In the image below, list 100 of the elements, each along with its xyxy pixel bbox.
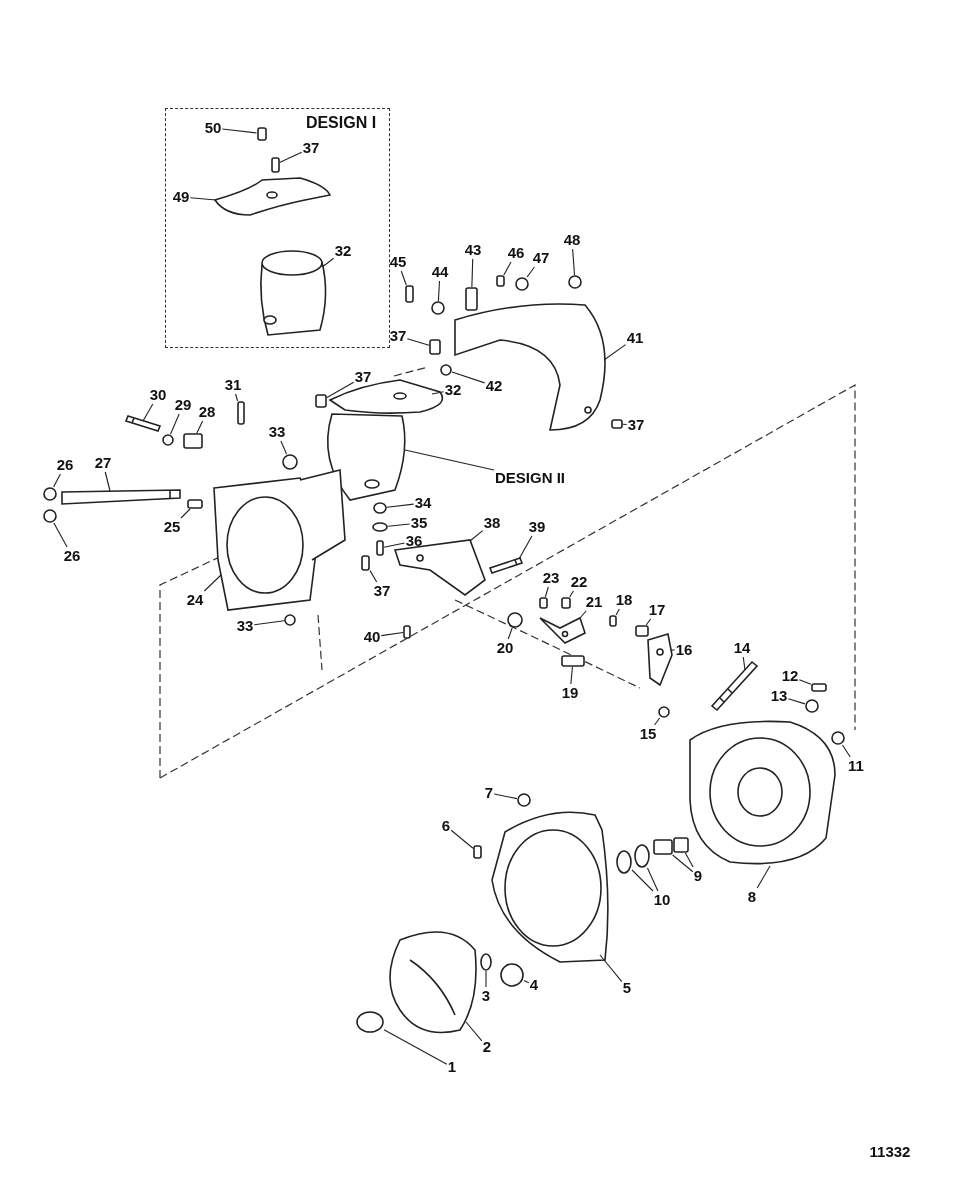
leader-line — [203, 574, 222, 592]
screw-drawing — [539, 597, 548, 609]
leader-line — [645, 618, 652, 626]
callout-number: 8 — [747, 889, 757, 905]
callout-number: 12 — [781, 668, 799, 684]
callout-number: 47 — [532, 250, 550, 266]
leader-line — [615, 608, 620, 616]
bushing-drawing — [183, 433, 203, 449]
stud-drawing — [710, 660, 759, 712]
bolt-drawing — [124, 415, 162, 432]
callout-number: 34 — [414, 495, 432, 511]
leader-line — [507, 627, 513, 640]
leader-line — [631, 869, 654, 892]
leader-line — [450, 829, 474, 849]
nut-drawing — [831, 731, 845, 745]
leader-line — [142, 403, 154, 422]
callout-number: 39 — [528, 519, 546, 535]
leader-line — [253, 620, 285, 626]
callout-number: 9 — [693, 868, 703, 884]
leader-line — [387, 523, 411, 527]
nut-drawing — [440, 364, 452, 376]
fitting-drawing — [187, 499, 203, 509]
callout-number: 18 — [615, 592, 633, 608]
bolt-drawing — [488, 557, 524, 574]
leader-line — [646, 867, 659, 892]
leader-line — [469, 530, 484, 542]
callout-number: 35 — [410, 515, 428, 531]
callout-number: 5 — [622, 980, 632, 996]
cap-drawing — [356, 1011, 384, 1033]
callout-number: 26 — [56, 457, 74, 473]
leader-line — [465, 1021, 483, 1042]
callout-number: 50 — [204, 120, 222, 136]
callout-number: 37 — [354, 369, 372, 385]
bushing-drawing — [507, 612, 523, 628]
callout-number: 19 — [561, 685, 579, 701]
callout-number: 7 — [484, 785, 494, 801]
callout-number: 37 — [373, 583, 391, 599]
leader-line — [599, 954, 623, 983]
callout-number: 32 — [444, 382, 462, 398]
nut-drawing — [43, 487, 57, 501]
leader-line — [493, 793, 518, 800]
leader-line — [53, 473, 61, 488]
callout-number: 1 — [447, 1059, 457, 1075]
washer-drawing — [162, 434, 174, 446]
callout-number: 20 — [496, 640, 514, 656]
callout-number: 21 — [585, 594, 603, 610]
bushing-drawing — [653, 839, 673, 855]
leader-line — [756, 865, 771, 889]
bolt-drawing — [496, 275, 505, 287]
leader-line — [221, 128, 258, 134]
seal-drawing — [616, 850, 632, 874]
callout-number: 3 — [481, 988, 491, 1004]
nut-drawing — [431, 301, 445, 315]
leader-line — [503, 261, 512, 276]
leader-line — [684, 852, 694, 868]
callout-number: 4 — [529, 977, 539, 993]
plate-drawing — [647, 632, 673, 687]
callout-number: 31 — [224, 377, 242, 393]
washer-drawing — [480, 953, 492, 971]
callout-number: 27 — [94, 455, 112, 471]
pin-drawing — [403, 625, 411, 639]
plate-drawing — [561, 655, 585, 667]
nut-drawing — [658, 706, 670, 718]
bolt-drawing — [237, 401, 245, 425]
nut-drawing — [373, 502, 387, 514]
callout-number: 37 — [389, 328, 407, 344]
leader-line — [383, 542, 406, 548]
leader-line — [485, 970, 487, 988]
screw-drawing — [361, 555, 370, 571]
nozzle-body-drawing — [326, 413, 406, 501]
leader-line — [431, 391, 445, 395]
nut-drawing — [500, 963, 524, 987]
leader-line — [518, 535, 533, 560]
leader-line — [570, 666, 573, 685]
screw-drawing — [609, 615, 617, 627]
stud-drawing — [429, 339, 441, 355]
pump-nozzle-drawing — [213, 469, 346, 611]
cable-drawing — [61, 489, 181, 505]
leader-line — [523, 979, 530, 984]
leader-line — [526, 266, 535, 278]
leader-line — [742, 656, 746, 671]
nut-drawing — [43, 509, 57, 523]
drawing-number: 11332 — [869, 1144, 911, 1160]
callout-number: 26 — [63, 548, 81, 564]
screw-drawing — [376, 540, 384, 556]
leader-line — [670, 649, 676, 651]
leader-line — [569, 590, 574, 598]
variant-heading: DESIGN I — [305, 115, 377, 131]
callout-number: 41 — [626, 330, 644, 346]
leader-line — [369, 570, 378, 583]
callout-number: 15 — [639, 726, 657, 742]
housing-drawing — [491, 811, 609, 963]
leader-line — [672, 854, 694, 873]
callout-number: 28 — [198, 404, 216, 420]
leader-line — [180, 508, 191, 519]
callout-number: 25 — [163, 519, 181, 535]
leader-line — [406, 338, 430, 346]
callout-number: 36 — [405, 533, 423, 549]
leader-line — [278, 151, 303, 163]
callout-number: 30 — [149, 387, 167, 403]
